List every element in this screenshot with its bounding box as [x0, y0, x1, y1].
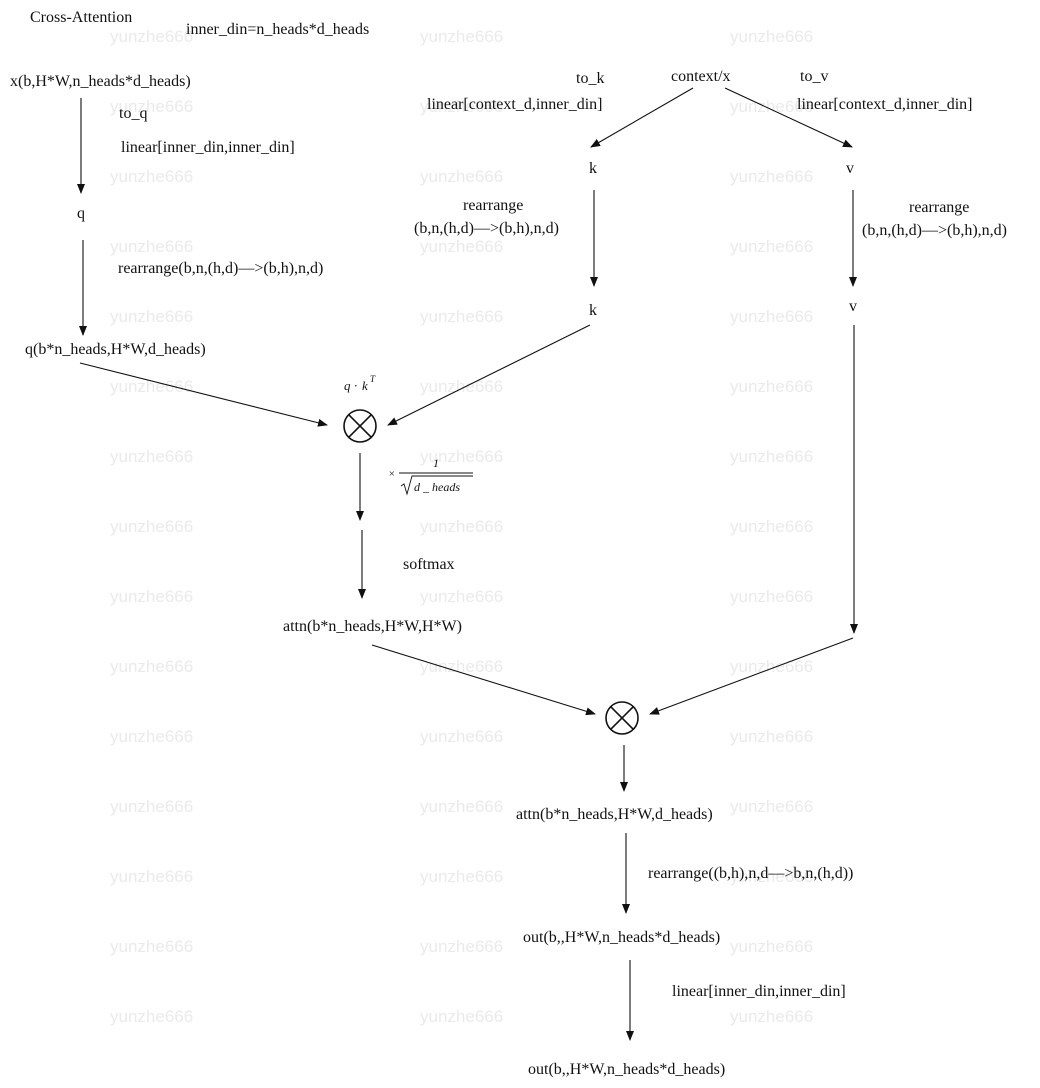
watermark-text: yunzhe666: [730, 797, 813, 816]
scale-numerator-label: 1: [433, 456, 439, 470]
value-multiply-icon: [605, 701, 639, 735]
watermark-text: yunzhe666: [730, 727, 813, 746]
k-rearrange-shape-label: (b,n,(h,d)—>(b,h),n,d): [414, 220, 559, 237]
watermark-text: yunzhe666: [730, 237, 813, 256]
watermark-layer: yunzhe666 yunzhe666 yunzhe666 yunzhe666 yunz…: [110, 27, 813, 1026]
qk-dot-label: ·: [354, 378, 357, 393]
k-rearrange-label: rearrange: [463, 197, 523, 214]
to-v-label: to_v: [800, 68, 828, 85]
watermark-text: yunzhe666: [420, 237, 503, 256]
q-rearrange-label: rearrange(b,n,(h,d)—>(b,h),n,d): [118, 260, 323, 277]
watermark-text: yunzhe666: [730, 867, 813, 886]
watermark-text: yunzhe666: [730, 97, 813, 116]
edge-kshaped-to-score: [387, 324, 591, 426]
to-k-label: to_k: [576, 70, 604, 87]
scale-formula: × 1 d _ heads: [388, 456, 473, 496]
to-v-linear-label: linear[context_d,inner_din]: [797, 96, 973, 113]
edge-qshaped-to-score: [79, 362, 328, 427]
edge-v-to-mult: [649, 637, 854, 715]
v-node-label: v: [846, 160, 854, 177]
watermark-text: yunzhe666: [420, 307, 503, 326]
watermark-text: yunzhe666: [420, 797, 503, 816]
watermark-text: yunzhe666: [110, 727, 193, 746]
to-k-linear-label: linear[context_d,inner_din]: [427, 96, 603, 113]
watermark-text: yunzhe666: [420, 27, 503, 46]
out2-label: out(b,,H*W,n_heads*d_heads): [528, 1061, 725, 1078]
watermark-text: yunzhe666: [420, 517, 503, 536]
softmax-label: softmax: [403, 556, 455, 573]
scale-denominator-label: d _ heads: [414, 480, 460, 494]
watermark-text: yunzhe666: [110, 167, 193, 186]
watermark-text: yunzhe666: [110, 237, 193, 256]
watermark-text: yunzhe666: [730, 447, 813, 466]
inner-din-note: inner_din=n_heads*d_heads: [186, 21, 369, 38]
qk-k-label: k: [362, 378, 368, 393]
watermark-text: yunzhe666: [420, 1007, 503, 1026]
watermark-text: yunzhe666: [420, 727, 503, 746]
watermark-text: yunzhe666: [110, 517, 193, 536]
attn-weights-label: attn(b*n_heads,H*W,H*W): [283, 618, 462, 635]
watermark-text: yunzhe666: [730, 167, 813, 186]
edges: [77, 87, 858, 1041]
watermark-text: yunzhe666: [420, 377, 503, 396]
qk-t-label: T: [370, 374, 376, 384]
attn-out-label: attn(b*n_heads,H*W,d_heads): [516, 806, 713, 823]
watermark-text: yunzhe666: [110, 97, 193, 116]
sqrt-radical-icon: [400, 475, 473, 496]
watermark-text: yunzhe666: [110, 307, 193, 326]
k-shaped-label: k: [589, 302, 597, 319]
scale-times-label: ×: [388, 468, 395, 480]
input-x-label: x(b,H*W,n_heads*d_heads): [10, 73, 191, 90]
watermark-text: yunzhe666: [110, 447, 193, 466]
watermark-text: yunzhe666: [110, 797, 193, 816]
watermark-text: yunzhe666: [110, 1007, 193, 1026]
watermark-text: yunzhe666: [110, 937, 193, 956]
v-shaped-label: v: [849, 298, 857, 315]
to-q-linear-label: linear[inner_din,inner_din]: [121, 139, 295, 156]
watermark-text: yunzhe666: [420, 167, 503, 186]
watermark-text: yunzhe666: [730, 307, 813, 326]
edge-attn-to-mult: [371, 644, 596, 716]
v-rearrange-label: rearrange: [909, 199, 969, 216]
v-rearrange-shape-label: (b,n,(h,d)—>(b,h),n,d): [862, 222, 1007, 239]
watermark-text: yunzhe666: [420, 587, 503, 606]
qk-q-label: q: [344, 378, 351, 393]
watermark-text: yunzhe666: [420, 97, 503, 116]
edge-context-to-k: [590, 87, 694, 148]
watermark-text: yunzhe666: [110, 377, 193, 396]
watermark-text: yunzhe666: [730, 377, 813, 396]
watermark-text: yunzhe666: [110, 587, 193, 606]
watermark-text: yunzhe666: [420, 447, 503, 466]
watermark-text: yunzhe666: [420, 657, 503, 676]
k-node-label: k: [589, 160, 597, 177]
watermark-text: yunzhe666: [420, 867, 503, 886]
out1-label: out(b,,H*W,n_heads*d_heads): [523, 929, 720, 946]
watermark-text: yunzhe666: [420, 937, 503, 956]
watermark-text: yunzhe666: [110, 27, 193, 46]
to-q-label: to_q: [119, 105, 147, 122]
watermark-text: yunzhe666: [730, 1007, 813, 1026]
watermark-text: yunzhe666: [730, 587, 813, 606]
context-node-label: context/x: [671, 68, 731, 85]
watermark-text: yunzhe666: [730, 657, 813, 676]
q-shaped-label: q(b*n_heads,H*W,d_heads): [25, 341, 206, 358]
out-rearrange-label: rearrange((b,h),n,d—>b,n,(h,d)): [648, 865, 853, 882]
out-linear-label: linear[inner_din,inner_din]: [672, 983, 846, 1000]
watermark-text: yunzhe666: [730, 27, 813, 46]
diagram-title: Cross-Attention: [30, 9, 132, 26]
qk-transpose-formula: q · k T: [344, 374, 376, 393]
watermark-text: yunzhe666: [730, 517, 813, 536]
edge-context-to-v: [724, 87, 853, 148]
watermark-text: yunzhe666: [730, 937, 813, 956]
score-multiply-icon: [343, 409, 377, 443]
watermark-text: yunzhe666: [110, 657, 193, 676]
watermark-text: yunzhe666: [110, 867, 193, 886]
q-node-label: q: [77, 205, 85, 222]
